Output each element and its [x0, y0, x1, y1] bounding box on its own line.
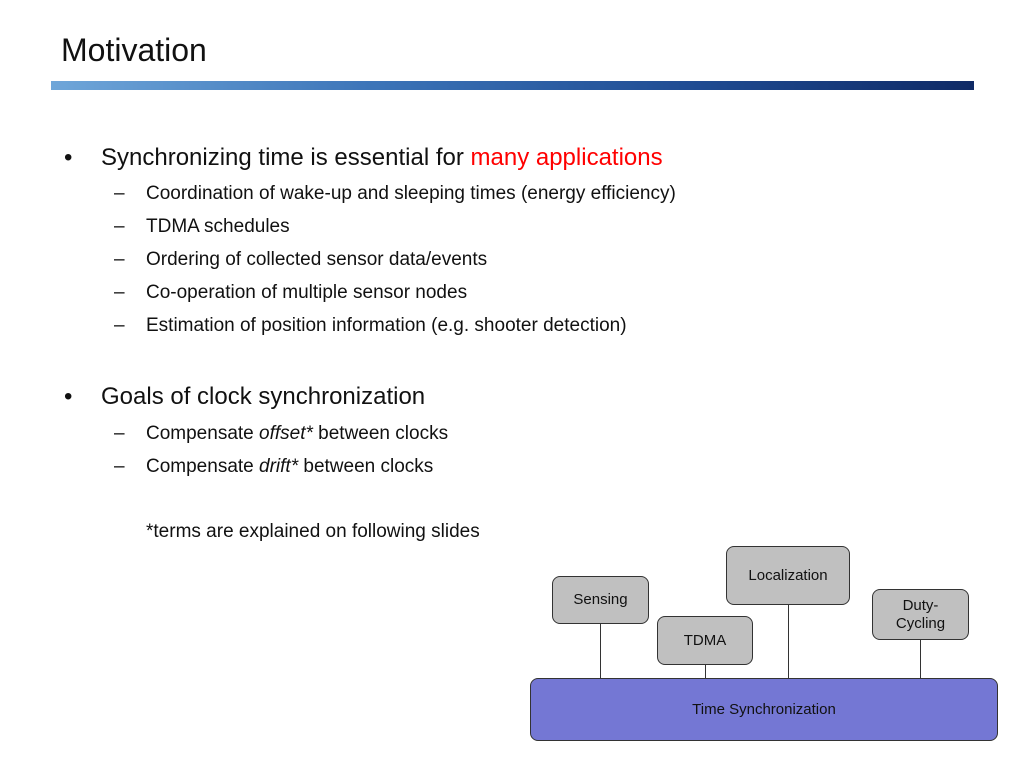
sub-marker: – — [114, 315, 125, 336]
sub-marker: – — [114, 249, 125, 270]
node-tdma: TDMA — [657, 616, 753, 665]
sub-item-tail: between clocks — [298, 456, 434, 477]
bullet-marker: • — [64, 144, 73, 171]
footnote: *terms are explained on following slides — [146, 521, 480, 542]
title-underline-bar — [51, 81, 974, 90]
node-sensing: Sensing — [552, 576, 649, 624]
node-time-synchronization: Time Synchronization — [530, 678, 998, 741]
connector-localization — [788, 605, 789, 679]
sub-item-text: Ordering of collected sensor data/events — [146, 249, 488, 270]
connector-duty-cycling — [920, 639, 921, 679]
connector-sensing — [600, 623, 601, 679]
node-localization: Localization — [726, 546, 850, 605]
bullet-1-lead: Synchronizing time is essential for — [101, 144, 471, 171]
bullet-2-text: Goals of clock synchronization — [101, 383, 426, 410]
sub-item-text: Compensate drift* between clocks — [146, 454, 433, 480]
sub-item-lead: Compensate — [146, 456, 260, 477]
slide-title: Motivation — [61, 32, 207, 68]
bullet-1-text: Synchronizing time is essential for many… — [101, 143, 663, 173]
node-duty-cycling-line1: Duty- — [902, 596, 939, 614]
term-offset: offset* — [259, 423, 313, 444]
node-duty-cycling: Duty- Cycling — [872, 589, 969, 640]
sub-item-tail: between clocks — [312, 423, 449, 444]
sub-item-lead: Compensate — [146, 423, 260, 444]
sub-marker: – — [114, 282, 125, 303]
bullet-marker: • — [64, 383, 73, 410]
node-duty-cycling-line2: Cycling — [895, 614, 946, 632]
sub-item-text: Estimation of position information (e.g.… — [146, 315, 627, 336]
bullet-1-highlight: many applications — [470, 144, 663, 171]
term-drift: drift* — [259, 456, 299, 477]
sub-marker: – — [114, 423, 125, 444]
sub-item-text: Compensate offset* between clocks — [146, 421, 448, 447]
sub-item-text: Coordination of wake-up and sleeping tim… — [146, 183, 676, 204]
sub-item-text: Co-operation of multiple sensor nodes — [146, 282, 468, 303]
sub-marker: – — [114, 183, 125, 204]
sub-marker: – — [114, 456, 125, 477]
sub-item-text: TDMA schedules — [146, 216, 290, 237]
sub-marker: – — [114, 216, 125, 237]
connector-tdma — [705, 664, 706, 679]
